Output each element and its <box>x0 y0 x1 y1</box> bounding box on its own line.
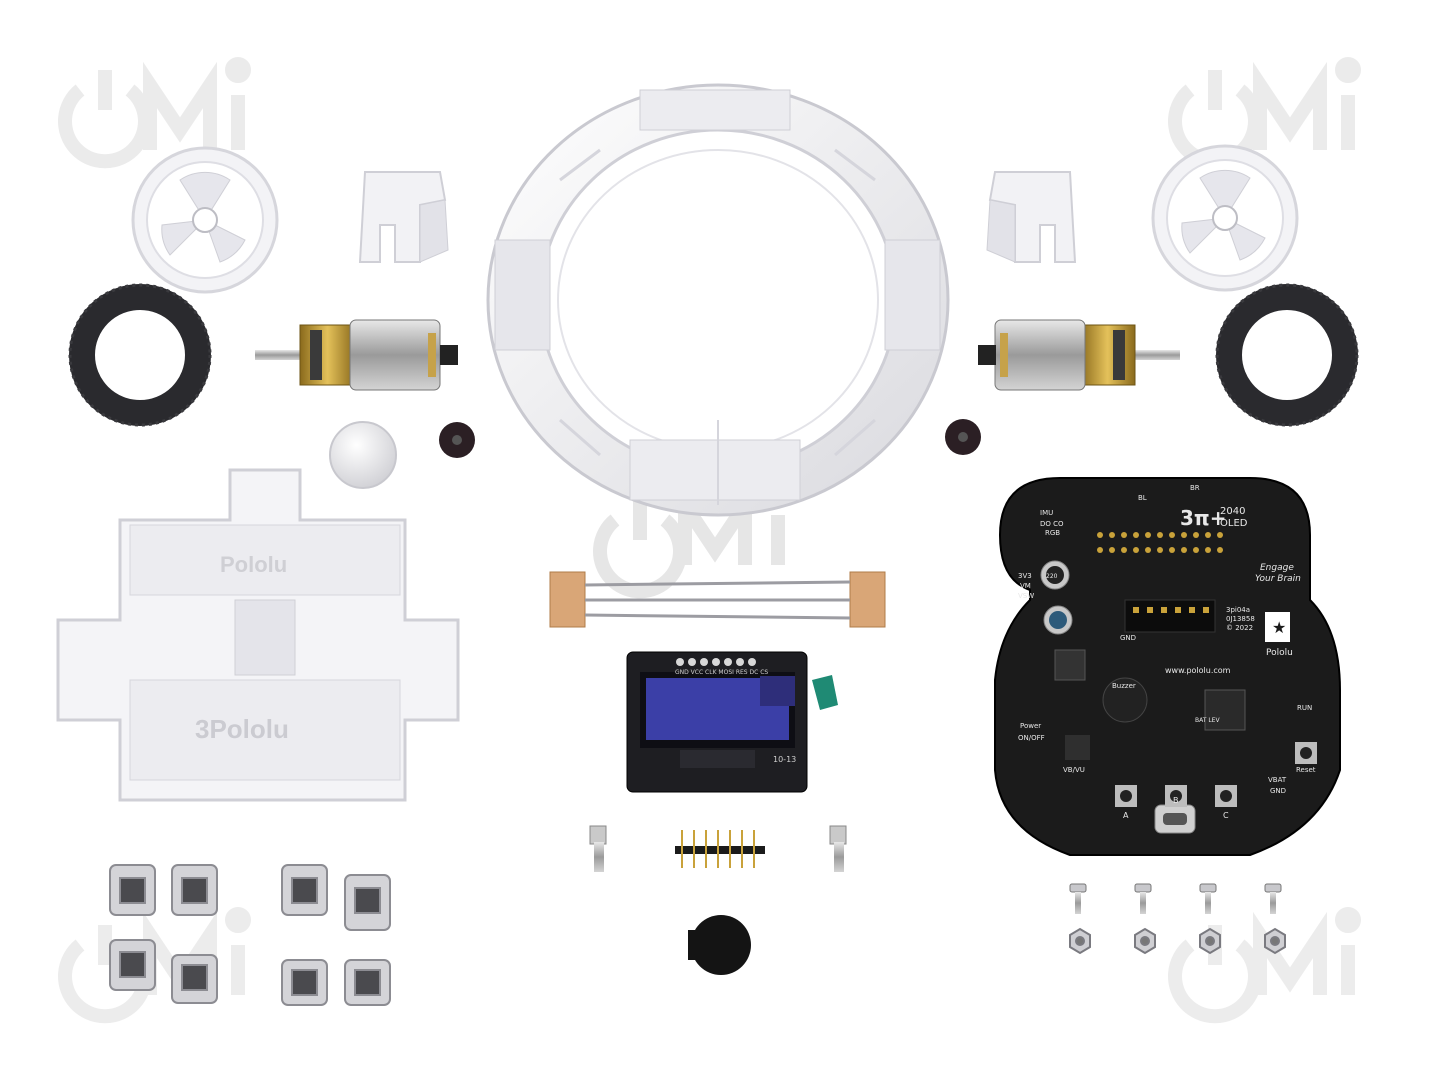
watermark-bottom-right <box>1168 907 1361 1024</box>
pcb-serial: 0J13858 <box>1226 615 1255 623</box>
pcb-reset-label: Reset <box>1296 766 1316 774</box>
pin-header <box>675 830 765 868</box>
pcb-subtitle-oled: OLED <box>1220 518 1248 529</box>
wheel-hub-left <box>131 146 279 294</box>
battery-holder-emboss-top: Pololu <box>220 552 287 577</box>
pcb-buzzer-label: Buzzer <box>1112 682 1136 690</box>
hex-nuts <box>1069 927 1286 955</box>
pcb-bat-lev-label: BAT LEV <box>1195 717 1220 724</box>
standoff-right <box>829 825 847 872</box>
pcb-rgb-label: RGB <box>1045 529 1060 537</box>
pcb-button-b-label: B <box>1173 796 1179 805</box>
pcb-cap-value: 220 <box>1046 573 1058 580</box>
pcb-vbvu-label: VB/VU <box>1063 766 1085 774</box>
pcb-part-number: 3pi04a <box>1226 606 1250 614</box>
pcb-button-c-label: C <box>1223 811 1229 820</box>
pcb-3v3-label: 3V3 <box>1018 572 1032 580</box>
standoff-left <box>589 825 607 872</box>
wheel-hub-right <box>1151 144 1299 292</box>
screws <box>1069 883 1282 914</box>
pcb-gnd-label: GND <box>1120 634 1136 642</box>
bumper-ring-chassis <box>486 83 950 517</box>
pcb-vm-label: VM <box>1020 582 1031 590</box>
svg-text:★: ★ <box>1272 618 1286 637</box>
oled-pin-labels: GND VCC CLK MOSI RES DC CS <box>675 669 768 676</box>
pcb-br-label: BR <box>1190 484 1200 492</box>
pcb-tagline-2: Your Brain <box>1255 574 1301 584</box>
battery-holder: Pololu 3Pololu <box>56 468 460 802</box>
pcb-power-label: Power <box>1020 722 1041 730</box>
main-control-board: ★ 3π+ 2040 OLED Engage Your Brain Pololu… <box>994 477 1341 856</box>
encoder-magnet-left <box>439 422 475 458</box>
pcb-gnd2-label: GND <box>1270 787 1286 795</box>
pcb-button-a-label: A <box>1123 811 1129 820</box>
motor-bracket-right <box>986 171 1077 263</box>
pcb-year: © 2022 <box>1226 624 1253 632</box>
pcb-run-label: RUN <box>1297 704 1312 712</box>
tire-right <box>1215 283 1359 427</box>
battery-holder-emboss-bottom: 3Pololu <box>195 714 289 744</box>
buzzer <box>688 915 751 975</box>
tire-left <box>68 283 212 427</box>
watermark-top-left <box>58 57 251 169</box>
pcb-bl-label: BL <box>1138 494 1147 502</box>
gear-motor-left <box>255 319 458 391</box>
oled-date-code: 10-13 <box>773 755 796 764</box>
pcb-website: www.pololu.com <box>1165 666 1231 675</box>
pcb-vsw-label: VSW <box>1018 592 1034 600</box>
pcb-imu-label: IMU <box>1040 509 1053 517</box>
pcb-on-off-label: ON/OFF <box>1018 734 1045 742</box>
pcb-dodco-label: DO CO <box>1040 520 1064 528</box>
encoder-magnet-right <box>945 419 981 455</box>
pcb-vbat-label: VBAT <box>1268 776 1287 784</box>
pcb-brand: Pololu <box>1266 648 1293 658</box>
bumper-sensor-strip <box>549 571 886 628</box>
pcb-subtitle-number: 2040 <box>1220 506 1245 517</box>
pcb-title: 3π+ <box>1180 506 1227 530</box>
gear-motor-right <box>978 319 1180 391</box>
watermark-top-right <box>1168 57 1361 169</box>
ball-caster <box>329 421 397 489</box>
motor-bracket-left <box>358 171 449 263</box>
battery-contacts <box>109 864 391 1006</box>
oled-display-module: GND VCC CLK MOSI RES DC CS 10-13 <box>626 651 838 793</box>
pcb-tagline-1: Engage <box>1260 563 1294 573</box>
